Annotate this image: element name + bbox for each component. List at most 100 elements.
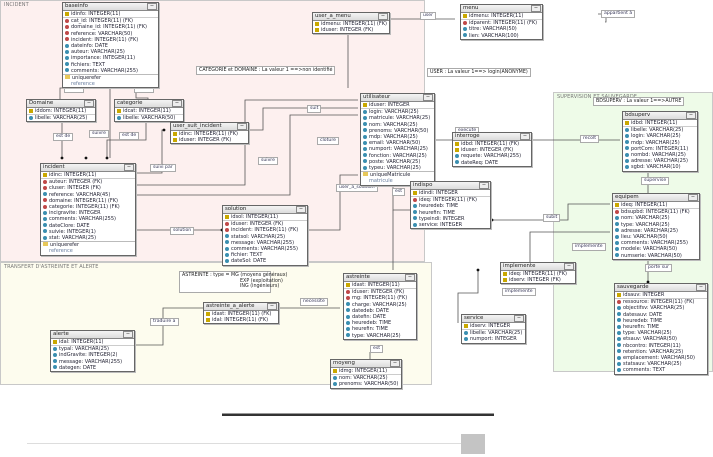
attribute-icon <box>617 343 621 348</box>
collapse-icon[interactable]: − <box>237 123 247 130</box>
collapse-icon[interactable]: − <box>172 100 182 107</box>
table-header[interactable]: user_a_menu − <box>313 13 389 21</box>
collapse-icon[interactable]: − <box>520 133 530 140</box>
table-solution[interactable]: solution−idsol: INTEGER(11)iduser: INTEG… <box>222 205 308 266</box>
table-header[interactable]: solution− <box>223 206 307 214</box>
collapse-icon[interactable]: − <box>405 274 415 281</box>
collapse-icon[interactable]: − <box>123 331 133 338</box>
table-categorie[interactable]: categorie−idcat: INTEGER(11)libelle: VAR… <box>114 99 184 123</box>
attribute-icon <box>53 352 57 357</box>
table-column-row: comments: VARCHAR(255) <box>613 240 699 246</box>
table-equipem[interactable]: equipem−ideq: INTEGER(11)bdsupbd: INTEGE… <box>612 193 700 260</box>
key-icon <box>617 292 621 297</box>
column-text: service: INTEGER <box>419 222 463 229</box>
collapse-icon[interactable]: − <box>514 315 524 322</box>
collapse-icon[interactable]: − <box>531 5 541 12</box>
table-header[interactable]: utilisateur− <box>361 94 434 102</box>
column-text: iduser: INTEGER (FK) <box>461 147 514 154</box>
table-column-row: dategen: DATE <box>51 365 134 371</box>
table-header[interactable]: baseinfo− <box>63 3 158 11</box>
table-moyeng[interactable]: moyeng−idmg: INTEGER(11)nom: VARCHAR(25)… <box>330 359 402 389</box>
key-icon <box>206 317 210 322</box>
table-header[interactable]: menu− <box>461 5 542 13</box>
table-header[interactable]: alerte− <box>51 331 134 339</box>
table-astreinte[interactable]: astreinte−idast: INTEGER(11)iduser: INTE… <box>343 273 417 340</box>
table-header[interactable]: implemente− <box>501 263 575 271</box>
table-astreinte-a-alerte[interactable]: astreinte_a_alerte−idast: INTEGER(11) (F… <box>203 302 279 325</box>
key-icon <box>173 131 177 136</box>
attribute-icon <box>346 333 350 338</box>
column-text: statsauv: VARCHAR(25) <box>623 361 682 368</box>
attribute-icon <box>225 252 229 257</box>
table-column-row: service: INTEGER <box>411 222 490 228</box>
table-header[interactable]: equipem− <box>613 194 699 202</box>
table-header[interactable]: Domaine− <box>27 100 95 108</box>
column-text: idsol: INTEGER(11) <box>231 214 279 220</box>
table-header[interactable]: categorie− <box>115 100 183 108</box>
table-bdsuperv[interactable]: bdsuperv−idbd: INTEGER(11)libelle: VARCH… <box>622 111 698 172</box>
table-domaine[interactable]: Domaine−iddom: INTEGER(11)libelle: VARCH… <box>26 99 96 123</box>
table-implemente[interactable]: implemente−ideq: INTEGER(11) (FK)idserv:… <box>500 262 576 285</box>
table-header[interactable]: incident− <box>41 164 135 172</box>
column-text: ressource: INTEGER(11) (FK) <box>623 299 695 306</box>
column-text: ideq: INTEGER(11) (FK) <box>419 197 477 204</box>
column-text: etsauv: VARCHAR(50) <box>623 336 677 343</box>
table-user-suit-incident[interactable]: user_suit_incident−idinc: INTEGER(11) (F… <box>170 122 249 145</box>
table-header[interactable]: astreinte_a_alerte− <box>204 303 278 311</box>
table-incident[interactable]: incident−idinc: INTEGER(11)auteur: INTEG… <box>40 163 136 256</box>
collapse-icon[interactable]: − <box>479 182 489 189</box>
collapse-icon[interactable]: − <box>686 112 696 119</box>
rel-label: est <box>392 188 406 196</box>
attribute-icon <box>617 349 621 354</box>
page-thumb[interactable] <box>461 434 485 454</box>
collapse-icon[interactable]: − <box>84 100 94 107</box>
attribute-icon <box>65 55 69 60</box>
collapse-icon[interactable]: − <box>696 284 706 291</box>
table-header[interactable]: sauvegarde− <box>615 284 707 292</box>
collapse-icon[interactable]: − <box>688 194 698 201</box>
scroll-track[interactable] <box>222 413 494 416</box>
table-interroge[interactable]: interroge−idbd: INTEGER(11) (FK)iduser: … <box>452 132 532 167</box>
collapse-icon[interactable]: − <box>390 360 400 367</box>
table-header[interactable]: bdsuperv − <box>623 112 697 120</box>
column-text: domaine: INTEGER(11) (FK) <box>49 197 118 204</box>
table-user-a-menu[interactable]: user_a_menu−idmenu: INTEGER(11) (FK)idus… <box>312 12 390 35</box>
collapse-icon[interactable]: − <box>564 263 574 270</box>
collapse-icon[interactable]: − <box>423 94 433 101</box>
column-text: iduser: INTEGER <box>369 102 410 108</box>
attribute-icon <box>43 223 47 228</box>
index-row: uniquerefer <box>63 74 158 81</box>
collapse-icon[interactable]: − <box>124 164 134 171</box>
collapse-icon[interactable]: − <box>147 3 157 10</box>
table-alerte[interactable]: alerte−idal: INTEGER(11)typal: VARCHAR(2… <box>50 330 135 373</box>
table-column-row: idsauv: INTEGER <box>615 292 707 300</box>
table-name: user_a_menu <box>315 13 351 19</box>
table-header[interactable]: service− <box>462 315 525 323</box>
table-header[interactable]: user_suit_incident− <box>171 123 248 131</box>
column-text: comments: VARCHAR(255) <box>621 240 688 247</box>
region-title-astreinte: TRANSFERT D'ASTREINTE ET ALERTE <box>4 264 99 270</box>
table-column-row: mdp: VARCHAR(25) <box>623 140 697 146</box>
table-header[interactable]: indispo− <box>411 182 490 190</box>
column-text: idinfo: INTEGER(11) <box>71 11 121 17</box>
collapse-icon[interactable]: − <box>378 13 388 20</box>
table-header[interactable]: moyeng− <box>331 360 401 368</box>
collapse-icon[interactable]: − <box>267 303 277 310</box>
column-text: cat_id: INTEGER(11) (FK) <box>71 18 133 25</box>
table-menu[interactable]: menu−idmenu: INTEGER(11)idparent: INTEGE… <box>460 4 543 40</box>
table-column-row: adresse: VARCHAR(25) <box>613 228 699 234</box>
table-header[interactable]: interroge− <box>453 133 531 141</box>
table-baseinfo[interactable]: baseinfo−idinfo: INTEGER(11)cat_id: INTE… <box>62 2 159 89</box>
rel-label: est <box>370 345 384 353</box>
table-header[interactable]: astreinte− <box>344 274 416 282</box>
folder-icon <box>43 242 48 247</box>
collapse-icon[interactable]: − <box>296 206 306 213</box>
column-text: lien: VARCHAR(100) <box>469 32 519 39</box>
table-name: bdsuperv <box>625 112 651 118</box>
column-text: idinc: INTEGER(11) (FK) <box>179 131 238 137</box>
key-icon <box>455 147 459 152</box>
